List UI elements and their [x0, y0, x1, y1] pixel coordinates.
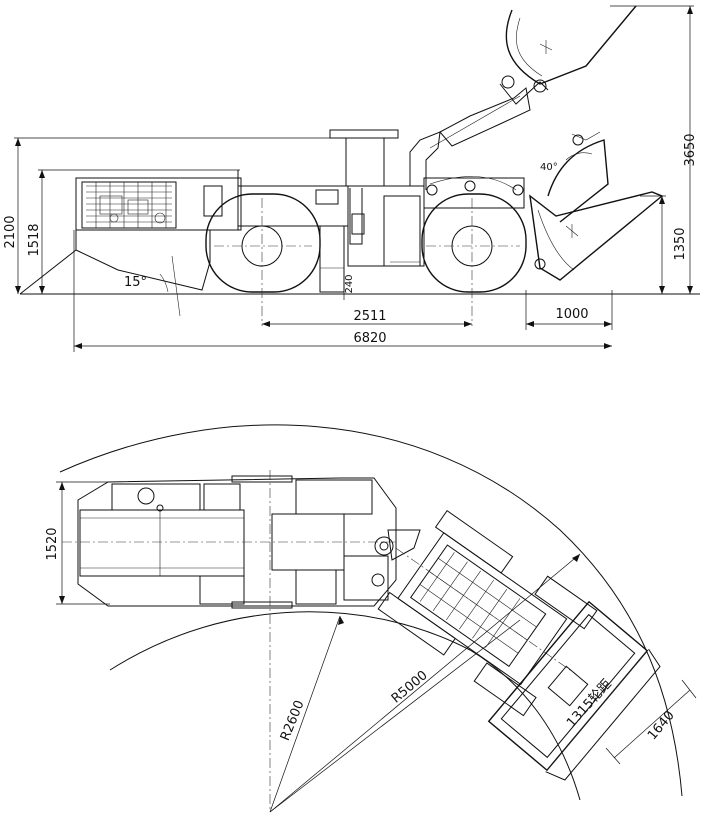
dim-wheelbase: 2511: [353, 309, 386, 324]
top-view: R2600 R5000 1520: [45, 424, 697, 813]
center-body: [237, 185, 425, 293]
side-view: 2100 1518 3650 1350: [3, 5, 700, 352]
angle-departure: 15°: [124, 275, 147, 290]
dim-overall-length: 6820: [353, 331, 386, 346]
bucket-raised: [505, 5, 637, 85]
rear-wheel: [205, 193, 321, 326]
articulation-joint: [343, 529, 421, 601]
dim-ground-clearance: 240: [344, 274, 355, 293]
bucket-width-dimension: [605, 679, 697, 765]
left-height-dimensions: [14, 137, 330, 294]
engine-compartment: [75, 170, 242, 231]
bucket-dumped: [547, 131, 609, 223]
dim-width: 1520: [45, 527, 60, 560]
boom-raised: [429, 75, 549, 149]
front-frame: [409, 131, 525, 209]
dim-reach: 1000: [555, 307, 588, 322]
bucket-top: [487, 600, 661, 781]
dim-dump-height: 1350: [673, 227, 688, 260]
dim-overall-height: 2100: [3, 215, 18, 248]
operator-canopy: [329, 129, 399, 245]
outer-turn-arc: [59, 424, 683, 797]
rear-frame-top: [62, 475, 397, 609]
bucket-lowered: [529, 191, 664, 281]
dim-body-height: 1518: [27, 223, 42, 256]
width-dimension: [56, 481, 110, 605]
turning-radius-lines: [269, 470, 581, 813]
front-wheel: [421, 193, 527, 326]
rear-frame: [19, 229, 211, 317]
bottom-dimensions: [73, 230, 613, 352]
dim-inner-radius: R2600: [278, 698, 308, 743]
inner-turn-arc: [109, 611, 581, 801]
front-frame-top: [377, 510, 598, 717]
angle-dump: 40°: [540, 162, 558, 173]
dim-outer-radius: R5000: [389, 668, 431, 707]
dim-max-lift-height: 3650: [683, 133, 698, 166]
